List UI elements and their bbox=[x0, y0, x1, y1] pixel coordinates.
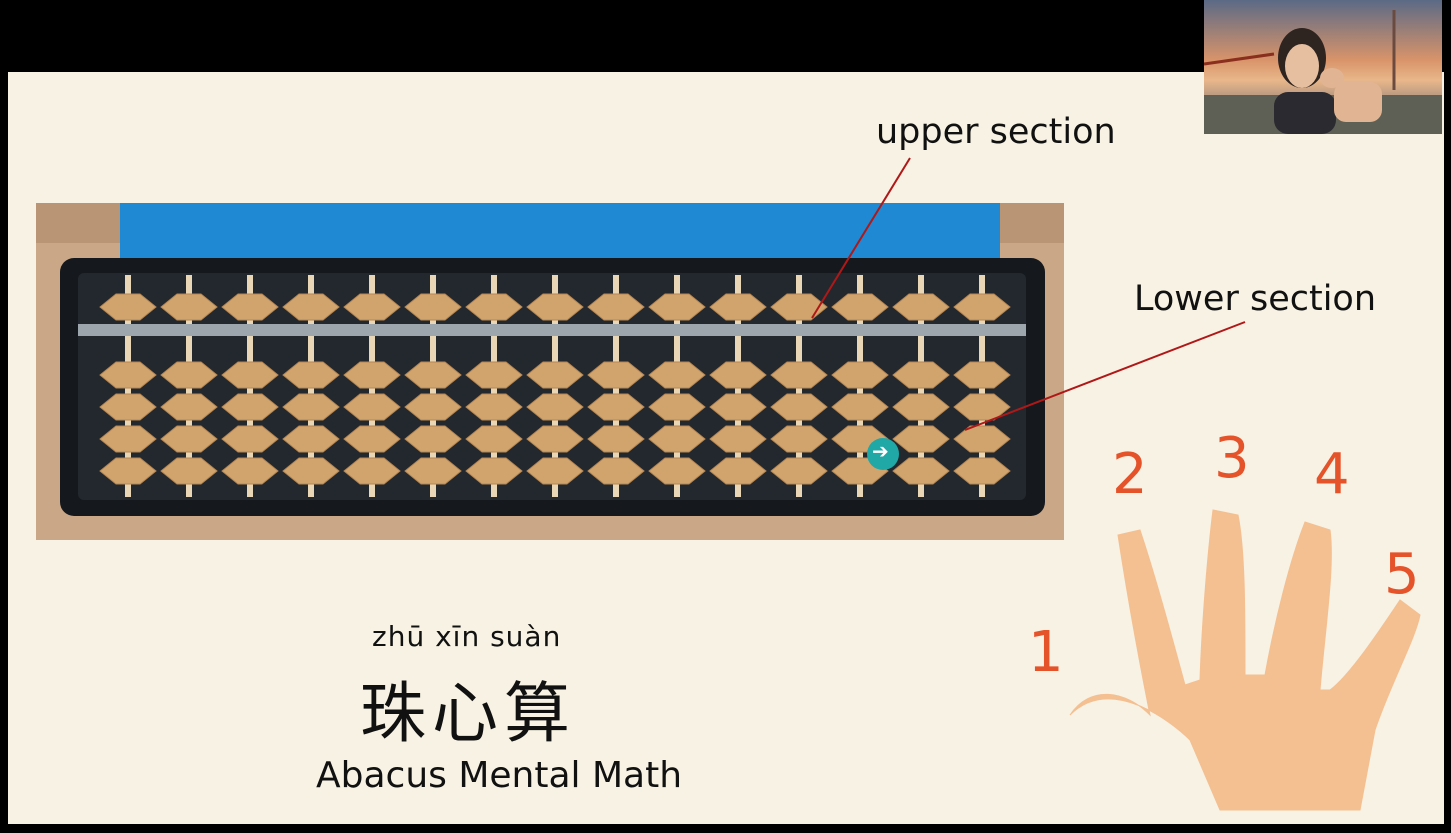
lower-bead bbox=[404, 361, 462, 389]
finger-number-2: 2 bbox=[1112, 442, 1148, 507]
arrow-right-cursor-icon: ➔ bbox=[872, 439, 889, 463]
lower-bead bbox=[892, 457, 950, 485]
chinese-title: 珠心算 bbox=[360, 675, 576, 752]
lower-bead bbox=[99, 457, 157, 485]
lower-bead bbox=[343, 361, 401, 389]
lower-bead bbox=[770, 361, 828, 389]
lower-bead bbox=[770, 425, 828, 453]
lower-bead bbox=[526, 393, 584, 421]
lower-bead bbox=[343, 393, 401, 421]
lower-bead bbox=[99, 361, 157, 389]
lower-bead bbox=[587, 393, 645, 421]
lower-bead bbox=[465, 361, 523, 389]
lower-bead bbox=[831, 393, 889, 421]
lower-bead bbox=[587, 425, 645, 453]
lower-bead bbox=[892, 425, 950, 453]
lower-bead bbox=[526, 361, 584, 389]
lower-bead bbox=[282, 361, 340, 389]
lower-bead bbox=[221, 425, 279, 453]
finger-number-3: 3 bbox=[1214, 426, 1250, 491]
lower-bead bbox=[160, 393, 218, 421]
upper-bead bbox=[587, 293, 645, 321]
presenter-cursor: ➔ bbox=[867, 438, 899, 470]
hand-illustration bbox=[1069, 509, 1421, 811]
lower-bead bbox=[648, 425, 706, 453]
webcam-feed bbox=[1204, 0, 1442, 134]
lower-bead bbox=[282, 457, 340, 485]
lower-bead bbox=[160, 425, 218, 453]
upper-bead bbox=[99, 293, 157, 321]
upper-bead bbox=[648, 293, 706, 321]
lower-bead bbox=[648, 361, 706, 389]
upper-bead bbox=[343, 293, 401, 321]
lower-bead bbox=[648, 457, 706, 485]
lower-bead bbox=[404, 457, 462, 485]
lower-bead bbox=[465, 425, 523, 453]
lower-bead bbox=[221, 361, 279, 389]
lower-bead bbox=[709, 425, 767, 453]
lower-bead bbox=[404, 393, 462, 421]
lower-bead bbox=[770, 457, 828, 485]
webcam-video[interactable] bbox=[1204, 0, 1442, 134]
lower-bead bbox=[709, 393, 767, 421]
english-title: Abacus Mental Math bbox=[316, 755, 683, 796]
upper-bead bbox=[404, 293, 462, 321]
lower-section-label: Lower section bbox=[1134, 279, 1377, 319]
lower-bead bbox=[587, 457, 645, 485]
upper-bead bbox=[709, 293, 767, 321]
lower-bead bbox=[953, 457, 1011, 485]
lower-bead bbox=[831, 361, 889, 389]
lower-bead bbox=[465, 457, 523, 485]
lower-bead bbox=[343, 425, 401, 453]
lower-bead bbox=[160, 361, 218, 389]
lower-bead bbox=[160, 457, 218, 485]
upper-bead bbox=[282, 293, 340, 321]
lower-bead bbox=[892, 393, 950, 421]
lower-bead bbox=[709, 361, 767, 389]
lower-bead bbox=[587, 361, 645, 389]
lower-bead bbox=[221, 457, 279, 485]
lower-bead bbox=[770, 393, 828, 421]
lower-bead bbox=[526, 457, 584, 485]
lower-bead bbox=[99, 425, 157, 453]
upper-bead bbox=[953, 293, 1011, 321]
lower-bead bbox=[282, 425, 340, 453]
lower-bead bbox=[282, 393, 340, 421]
pinyin-title: zhū xīn suàn bbox=[372, 620, 562, 653]
upper-bead bbox=[160, 293, 218, 321]
lower-bead bbox=[648, 393, 706, 421]
lower-bead bbox=[343, 457, 401, 485]
lower-bead bbox=[892, 361, 950, 389]
upper-bead bbox=[465, 293, 523, 321]
finger-number-5: 5 bbox=[1384, 542, 1420, 607]
lower-bead bbox=[465, 393, 523, 421]
upper-bead bbox=[526, 293, 584, 321]
abacus-image bbox=[36, 203, 1064, 540]
upper-bead bbox=[221, 293, 279, 321]
upper-section-label: upper section bbox=[876, 112, 1116, 152]
lower-bead bbox=[526, 425, 584, 453]
abacus-beads bbox=[99, 293, 1011, 485]
finger-number-4: 4 bbox=[1314, 442, 1350, 507]
lower-bead bbox=[221, 393, 279, 421]
lower-bead bbox=[709, 457, 767, 485]
lower-bead bbox=[99, 393, 157, 421]
finger-number-1: 1 bbox=[1028, 620, 1064, 685]
lower-bead bbox=[404, 425, 462, 453]
